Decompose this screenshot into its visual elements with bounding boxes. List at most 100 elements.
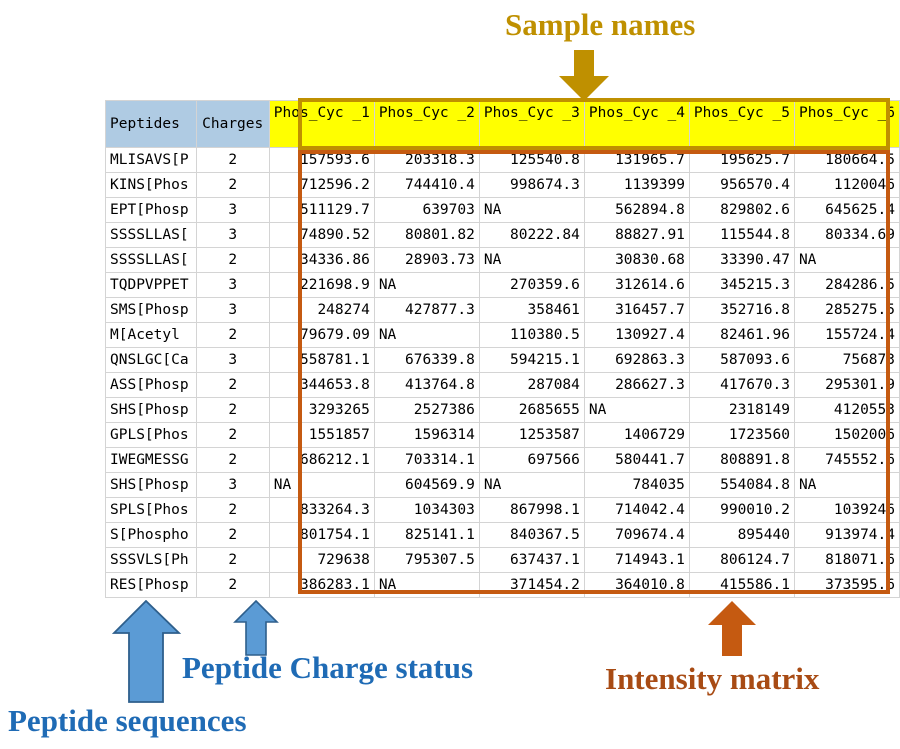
cell-intensity[interactable]: 417670.3	[688, 372, 795, 398]
cell-intensity[interactable]: 729638	[268, 547, 375, 573]
cell-intensity[interactable]: 1723560	[688, 422, 795, 448]
column-header-sample-3[interactable]: Phos_Cyc _3	[478, 100, 585, 148]
cell-intensity[interactable]: 270359.6	[478, 272, 585, 298]
cell-intensity[interactable]: 1502006	[793, 422, 900, 448]
cell-intensity[interactable]: 155724.4	[793, 322, 900, 348]
cell-intensity[interactable]: 316457.7	[583, 297, 690, 323]
column-header-charges[interactable]: Charges	[195, 100, 270, 148]
cell-intensity[interactable]: 756873	[793, 347, 900, 373]
cell-intensity[interactable]: 697566	[478, 447, 585, 473]
cell-intensity[interactable]: 580441.7	[583, 447, 690, 473]
cell-intensity[interactable]: 829802.6	[688, 197, 795, 223]
cell-charge[interactable]: 2	[195, 422, 270, 448]
cell-intensity[interactable]: 714943.1	[583, 547, 690, 573]
cell-charge[interactable]: 2	[195, 572, 270, 598]
cell-peptide[interactable]: RES[Phosp	[105, 572, 197, 598]
cell-intensity[interactable]: 511129.7	[268, 197, 375, 223]
cell-intensity[interactable]: 427877.3	[373, 297, 480, 323]
cell-peptide[interactable]: EPT[Phosp	[105, 197, 197, 223]
cell-intensity[interactable]: NA	[478, 247, 585, 273]
cell-intensity[interactable]: 1120046	[793, 172, 900, 198]
cell-intensity[interactable]: 352716.8	[688, 297, 795, 323]
cell-peptide[interactable]: SHS[Phosp	[105, 472, 197, 498]
cell-peptide[interactable]: M[Acetyl	[105, 322, 197, 348]
cell-charge[interactable]: 3	[195, 297, 270, 323]
cell-intensity[interactable]: 284286.5	[793, 272, 900, 298]
cell-intensity[interactable]: 82461.96	[688, 322, 795, 348]
cell-charge[interactable]: 3	[195, 347, 270, 373]
cell-intensity[interactable]: 554084.8	[688, 472, 795, 498]
cell-intensity[interactable]: 744410.4	[373, 172, 480, 198]
cell-intensity[interactable]: 80222.84	[478, 222, 585, 248]
cell-intensity[interactable]: 344653.8	[268, 372, 375, 398]
cell-intensity[interactable]: 180664.5	[793, 147, 900, 173]
cell-charge[interactable]: 2	[195, 497, 270, 523]
cell-intensity[interactable]: NA	[583, 397, 690, 423]
cell-peptide[interactable]: SSSSLLAS[	[105, 247, 197, 273]
cell-intensity[interactable]: 295301.9	[793, 372, 900, 398]
cell-charge[interactable]: 3	[195, 472, 270, 498]
cell-intensity[interactable]: 285275.5	[793, 297, 900, 323]
cell-peptide[interactable]: ASS[Phosp	[105, 372, 197, 398]
column-header-sample-5[interactable]: Phos_Cyc _5	[688, 100, 795, 148]
cell-intensity[interactable]: 79679.09	[268, 322, 375, 348]
cell-peptide[interactable]: MLISAVS[P	[105, 147, 197, 173]
cell-intensity[interactable]: 686212.1	[268, 447, 375, 473]
cell-peptide[interactable]: SSSSLLAS[	[105, 222, 197, 248]
column-header-peptides[interactable]: Peptides	[105, 100, 197, 148]
cell-charge[interactable]: 2	[195, 522, 270, 548]
cell-charge[interactable]: 2	[195, 372, 270, 398]
cell-intensity[interactable]: 714042.4	[583, 497, 690, 523]
cell-intensity[interactable]: 956570.4	[688, 172, 795, 198]
cell-intensity[interactable]: 28903.73	[373, 247, 480, 273]
cell-peptide[interactable]: IWEGMESSG	[105, 447, 197, 473]
cell-peptide[interactable]: SSSVLS[Ph	[105, 547, 197, 573]
cell-intensity[interactable]: 358461	[478, 297, 585, 323]
cell-intensity[interactable]: 833264.3	[268, 497, 375, 523]
cell-peptide[interactable]: SPLS[Phos	[105, 497, 197, 523]
cell-intensity[interactable]: 604569.9	[373, 472, 480, 498]
cell-intensity[interactable]: 286627.3	[583, 372, 690, 398]
cell-intensity[interactable]: 415586.1	[688, 572, 795, 598]
cell-intensity[interactable]: 558781.1	[268, 347, 375, 373]
column-header-sample-4[interactable]: Phos_Cyc _4	[583, 100, 690, 148]
cell-intensity[interactable]: 801754.1	[268, 522, 375, 548]
cell-intensity[interactable]: 130927.4	[583, 322, 690, 348]
cell-intensity[interactable]: NA	[793, 247, 900, 273]
cell-intensity[interactable]: 371454.2	[478, 572, 585, 598]
cell-intensity[interactable]: 795307.5	[373, 547, 480, 573]
cell-intensity[interactable]: 1253587	[478, 422, 585, 448]
cell-intensity[interactable]: 386283.1	[268, 572, 375, 598]
cell-intensity[interactable]: 709674.4	[583, 522, 690, 548]
cell-intensity[interactable]: 33390.47	[688, 247, 795, 273]
cell-intensity[interactable]: 110380.5	[478, 322, 585, 348]
cell-intensity[interactable]: 998674.3	[478, 172, 585, 198]
cell-intensity[interactable]: NA	[793, 472, 900, 498]
cell-intensity[interactable]: 784035	[583, 472, 690, 498]
cell-intensity[interactable]: NA	[373, 272, 480, 298]
cell-intensity[interactable]: 2527386	[373, 397, 480, 423]
cell-intensity[interactable]: 840367.5	[478, 522, 585, 548]
cell-peptide[interactable]: S[Phospho	[105, 522, 197, 548]
cell-peptide[interactable]: KINS[Phos	[105, 172, 197, 198]
cell-intensity[interactable]: 806124.7	[688, 547, 795, 573]
cell-charge[interactable]: 3	[195, 272, 270, 298]
cell-intensity[interactable]: 637437.1	[478, 547, 585, 573]
cell-intensity[interactable]: 1034303	[373, 497, 480, 523]
cell-intensity[interactable]: 131965.7	[583, 147, 690, 173]
cell-charge[interactable]: 2	[195, 397, 270, 423]
cell-intensity[interactable]: 4120553	[793, 397, 900, 423]
